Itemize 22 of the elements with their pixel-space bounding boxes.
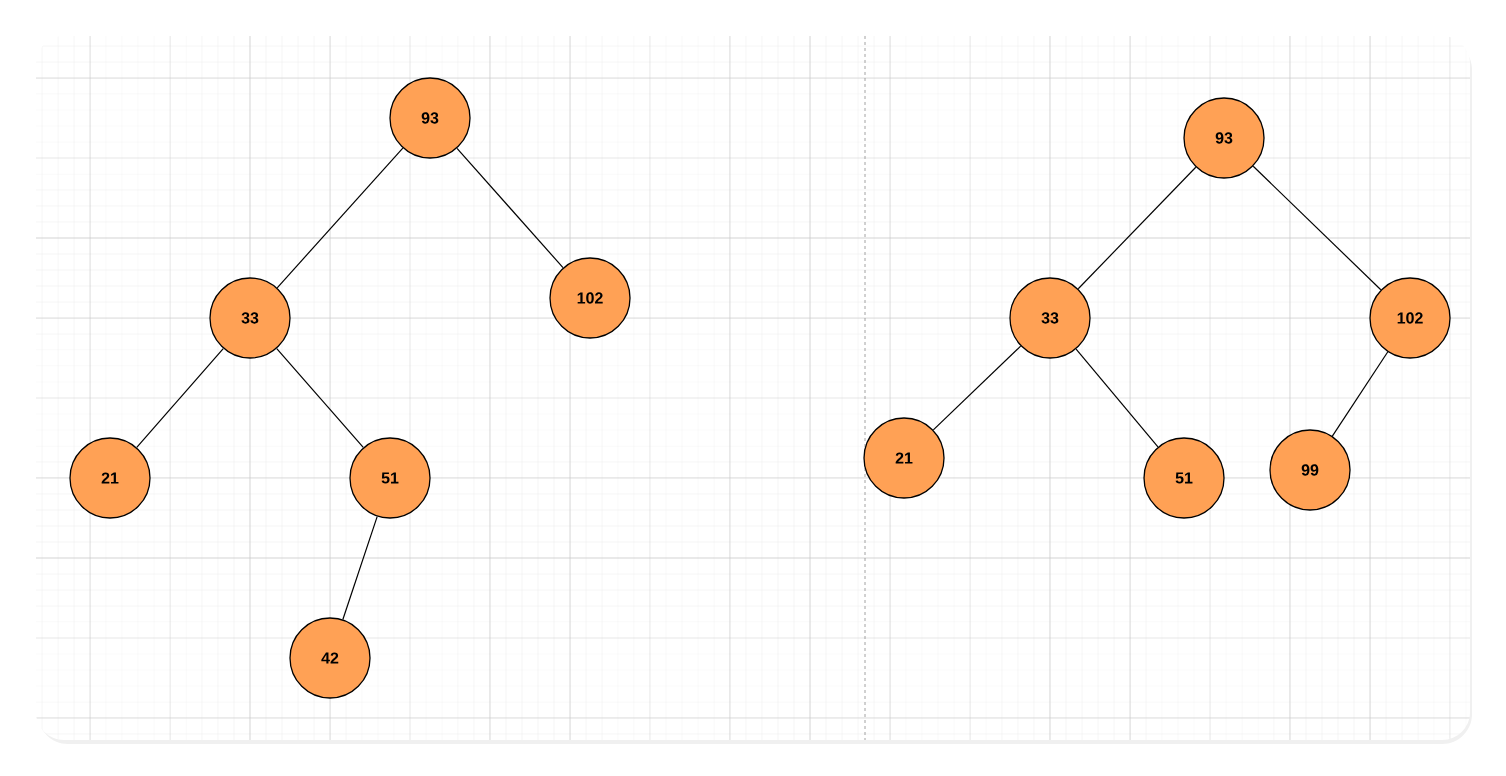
tree-edge [456,147,564,269]
tree-edge [1075,348,1159,448]
tree-edge [1077,166,1197,290]
tree-node: 93 [1183,97,1265,179]
tree-edge [276,147,404,289]
tree-node: 33 [1009,277,1091,359]
tree-node: 51 [349,437,431,519]
tree-node: 21 [863,417,945,499]
tree-node: 51 [1143,437,1225,519]
tree-node: 42 [289,617,371,699]
tree-edge [1252,165,1382,291]
tree-edge [932,345,1022,431]
tree-node: 33 [209,277,291,359]
tree-node: 102 [1369,277,1451,359]
tree-node: 102 [549,257,631,339]
tree-node: 21 [69,437,151,519]
tree-edge [136,348,224,448]
tree-node: 99 [1269,429,1351,511]
tree-edge [342,515,378,621]
tree-node: 93 [389,77,471,159]
tree-edge [276,348,364,448]
tree-edge [1331,351,1389,437]
